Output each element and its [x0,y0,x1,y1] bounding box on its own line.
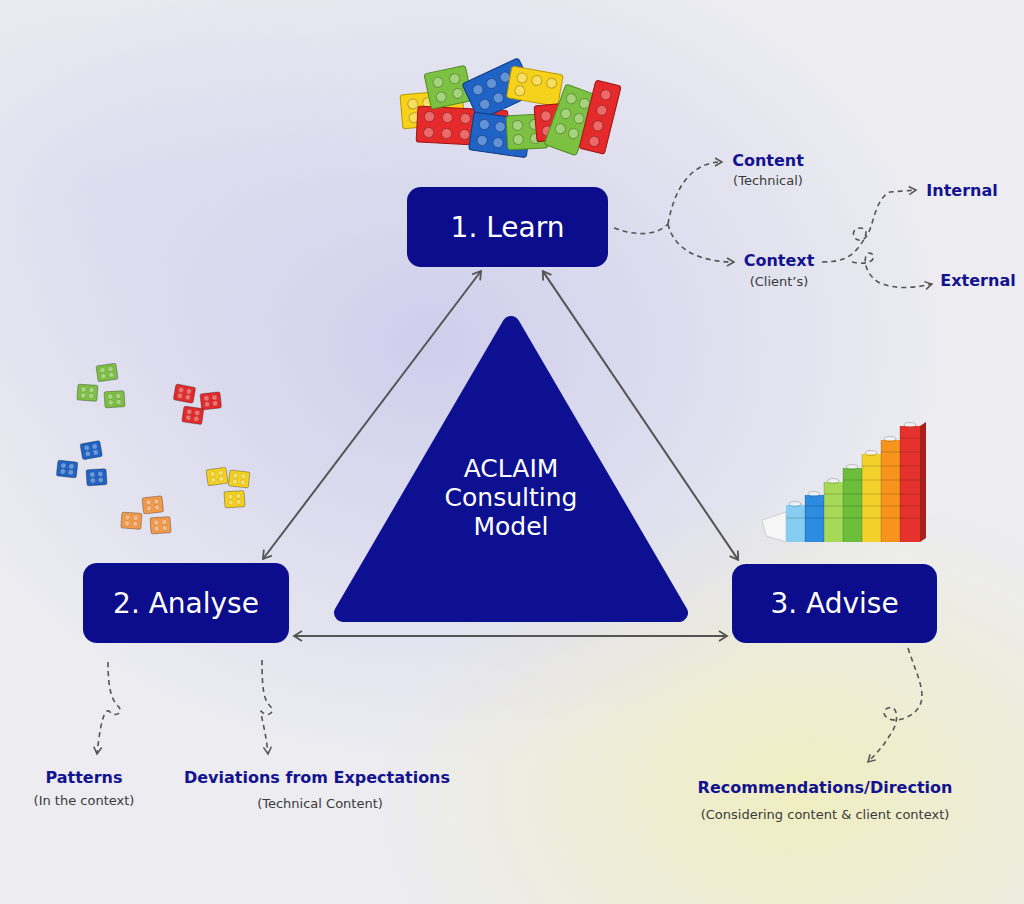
branch-label: Recommendations/Direction [698,778,953,797]
step-box: 3. Advise [732,564,937,643]
step-title: 2. Analyse [113,587,259,620]
leader-line [668,224,734,262]
leader-line [668,162,722,224]
branch-label: Context [744,251,815,270]
step-title: 1. Learn [451,211,565,244]
branch-label: External [940,271,1015,290]
lego-staircase [762,422,926,542]
branch-label: Patterns [45,768,122,787]
lego-pile [400,58,621,158]
branch-label: Internal [926,181,997,200]
step-title: 3. Advise [770,587,898,620]
leader-line [97,662,120,754]
step-box: 2. Analyse [83,563,289,643]
leader-line [614,224,668,234]
branch-note: (Client’s) [750,274,809,289]
branch-note: (Technical Content) [257,796,383,811]
leader-line [822,190,916,262]
model-triangle: ACLAIM Consulting Model [333,313,689,623]
bidirectional-arrow [294,635,727,637]
lego-brick [506,66,563,107]
lego-brick [579,80,621,154]
branch-label: Content [732,151,804,170]
leader-lines [97,162,932,762]
step-box: 1. Learn [407,187,608,267]
lego-brick [462,58,535,120]
leader-line [261,660,272,754]
lego-scatter [56,363,250,534]
branch-note: (In the context) [34,793,135,808]
branch-label: Deviations from Expectations [184,768,450,787]
branch-note: (Considering content & client context) [701,807,950,822]
triangle-outline [343,325,679,613]
triangle-text-block: ACLAIM Consulting Model [421,455,601,541]
branch-note: (Technical) [733,173,803,188]
model-title: ACLAIM Consulting Model [421,455,601,541]
leader-line [868,648,922,762]
leader-line [852,253,932,288]
